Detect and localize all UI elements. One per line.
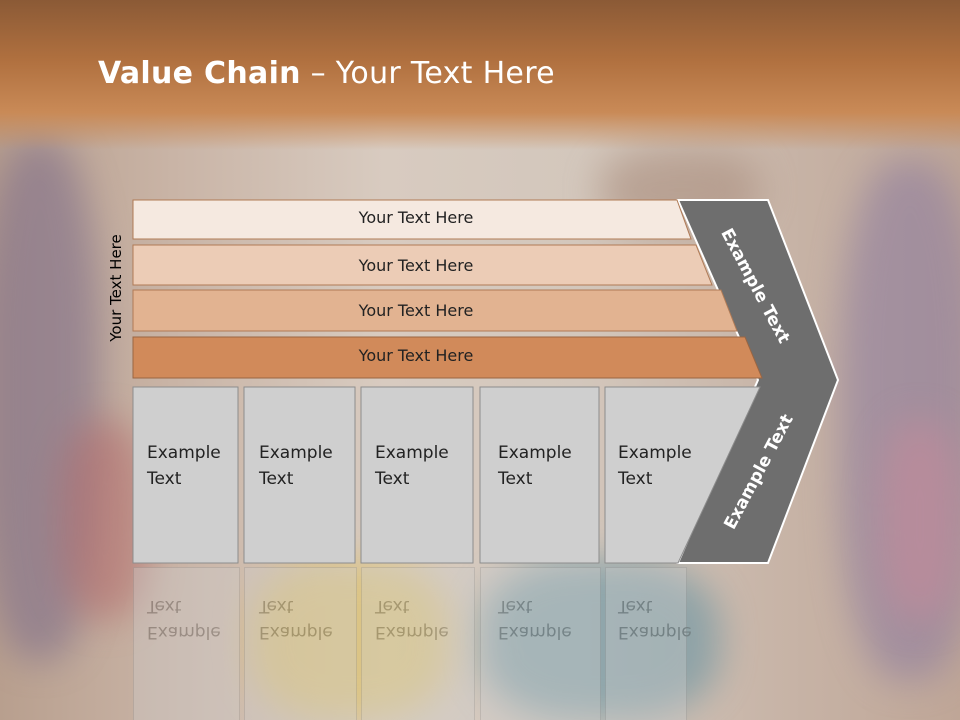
row-2-label: Your Text Here [358, 256, 474, 275]
title-bold: Value Chain [98, 56, 301, 91]
title-rest: – Your Text Here [300, 56, 555, 91]
card-2-text: Example Text [259, 440, 333, 492]
card-5-text: Example Text [618, 440, 692, 492]
slide-title: Value Chain – Your Text Here [98, 56, 555, 91]
row-1-label: Your Text Here [358, 208, 474, 227]
card-1-line1: Example [147, 443, 221, 463]
row-4-label: Your Text Here [358, 346, 474, 365]
row-1-shape [132, 199, 692, 240]
card-4-line1: Example [498, 443, 572, 463]
title-banner [0, 0, 960, 150]
card-1-shape [132, 386, 239, 564]
card-3-line2: Text [375, 469, 410, 489]
card-5-shape [604, 386, 761, 564]
card-4-line2: Text [498, 469, 533, 489]
card-5-line1: Example [618, 443, 692, 463]
card-4-text: Example Text [498, 440, 572, 492]
card-1-line2: Text [147, 469, 182, 489]
row-3-label: Your Text Here [358, 301, 474, 320]
card-2-line2: Text [259, 469, 294, 489]
card-2-line1: Example [259, 443, 333, 463]
row-4-shape [132, 336, 763, 379]
card-1-text: Example Text [147, 440, 221, 492]
card-3-line1: Example [375, 443, 449, 463]
card-5-line2: Text [618, 469, 653, 489]
row-3-shape [132, 289, 738, 332]
row-2-shape [132, 244, 713, 286]
card-2-shape [243, 386, 356, 564]
card-3-shape [360, 386, 474, 564]
card-3-text: Example Text [375, 440, 449, 492]
card-4-shape [479, 386, 600, 564]
